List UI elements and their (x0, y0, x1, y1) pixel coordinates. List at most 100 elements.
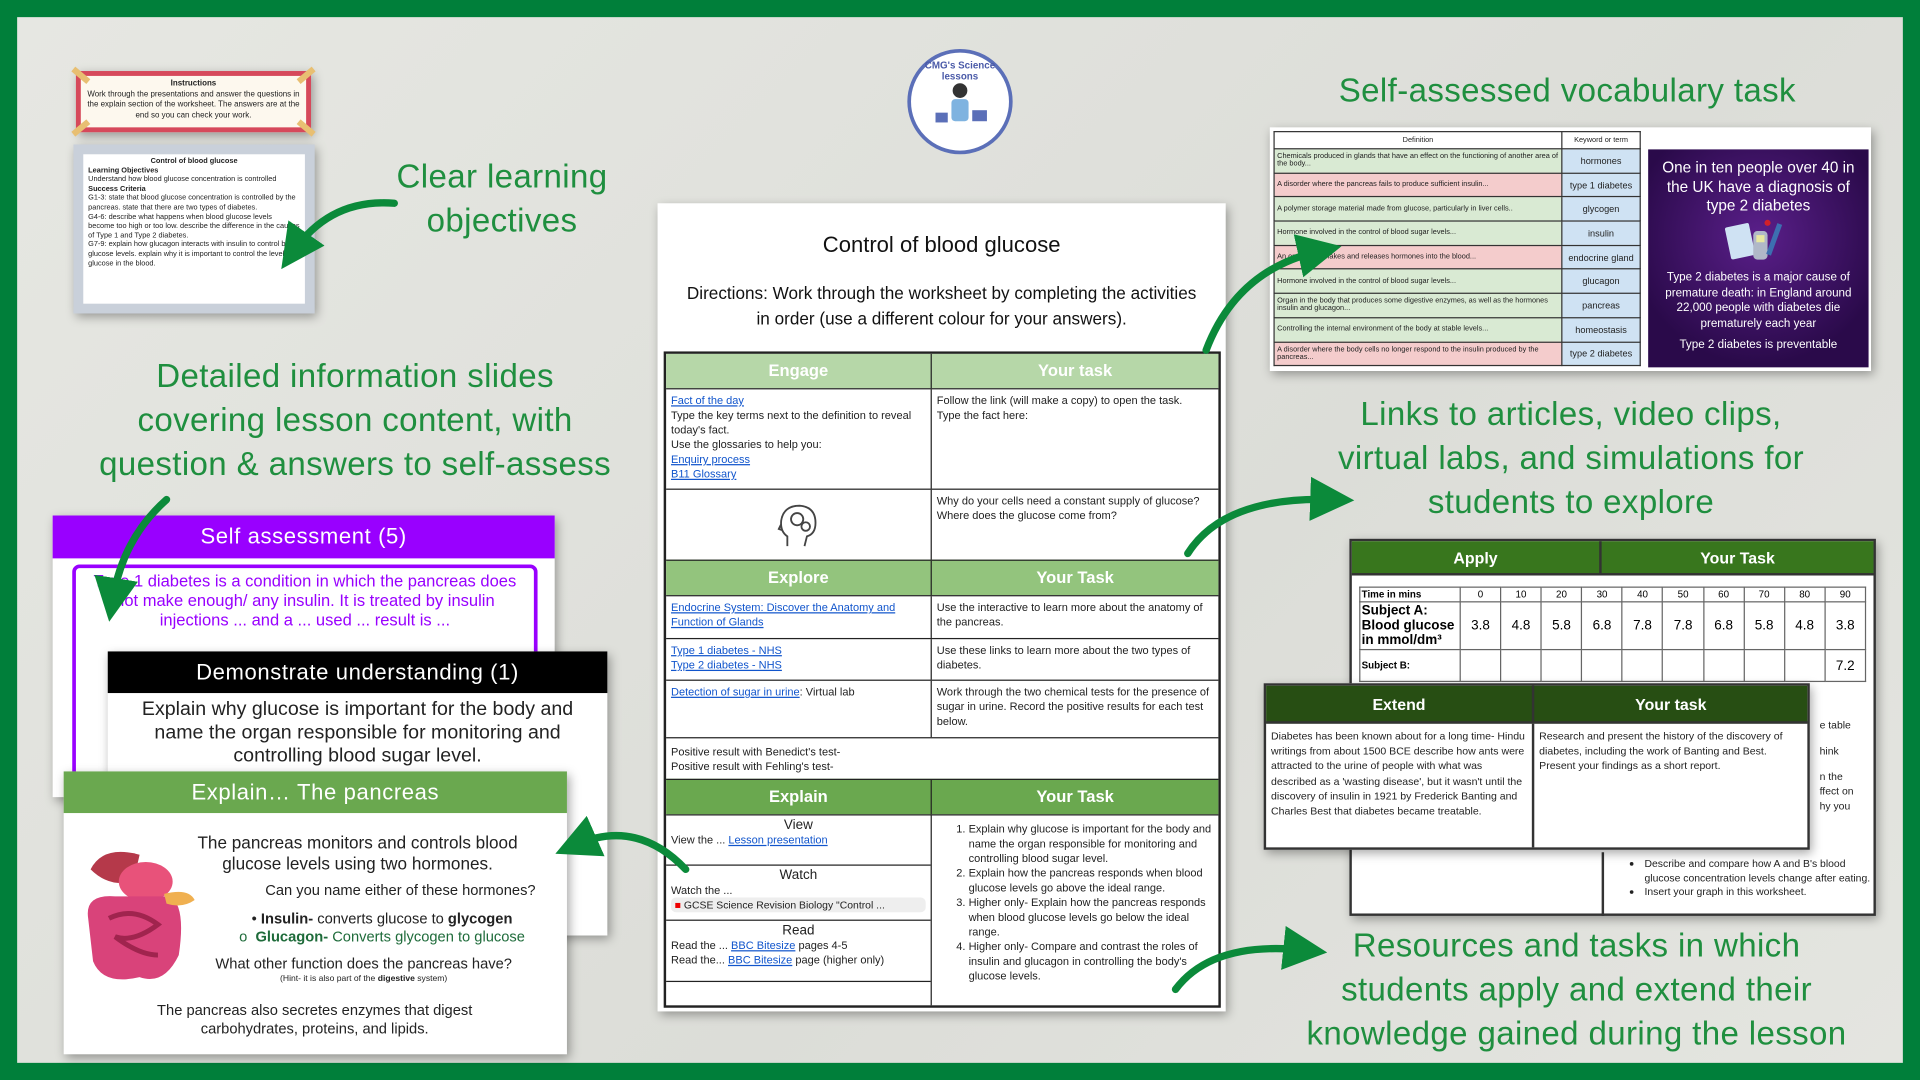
worksheet-page: Control of blood glucose Directions: Wor… (657, 203, 1226, 1012)
promo-resources: Resources and tasks in which students ap… (1261, 923, 1892, 1055)
answer-box: Type 1 diabetes is a condition in which … (72, 564, 538, 785)
definition-cell: Organ in the body that produces some dig… (1273, 292, 1563, 319)
slide-question: Explain why glucose is important for the… (141, 699, 574, 767)
value-cell: 4.8 (1500, 601, 1542, 651)
task-item: Explain why glucose is important for the… (969, 822, 1214, 866)
arrow-icon (1202, 234, 1342, 354)
worksheet-title: Control of blood glucose (822, 232, 1061, 258)
partial-line: n the (1819, 770, 1843, 783)
value-cell: 5.8 (1540, 601, 1583, 651)
value-cell: 7.8 (1621, 601, 1664, 651)
promo-links: Links to articles, video clips, virtual … (1286, 392, 1857, 524)
col-header: Keyword or term (1561, 131, 1641, 150)
term-cell[interactable]: glucagon (1561, 268, 1641, 295)
hint-bold: digestive (377, 974, 415, 984)
explain-header: Explain Your Task (666, 778, 1219, 815)
promo-line: question & answers to self-assess (99, 445, 612, 483)
explain-tasks: Explain why glucose is important for the… (937, 822, 1214, 984)
lo-heading: Learning Objectives (88, 167, 159, 175)
cell-text: Type the key terms next to the definitio… (671, 408, 912, 436)
promo-slides: Detailed information slides covering les… (61, 354, 649, 486)
cell-text: Use these links to learn more about the … (936, 644, 1191, 672)
read-label: Read (782, 923, 815, 938)
cell-text: pages 4-5 (795, 939, 848, 952)
promo-vocab: Self-assessed vocabulary task (1338, 72, 1796, 109)
promo-line: Detailed information slides (156, 357, 554, 395)
task-label: Your Task (1036, 568, 1114, 587)
task-label: Your Task (1036, 787, 1114, 806)
slide-question: What other function does the pancreas ha… (215, 955, 512, 973)
vocab-row: A disorder where the pancreas fails to p… (1273, 172, 1641, 198)
definition-cell: Chemicals produced in glands that have a… (1273, 148, 1563, 174)
enquiry-process-link[interactable]: Enquiry process (671, 453, 751, 466)
arrow-icon (281, 199, 398, 270)
slide-enzymes: The pancreas also secretes enzymes that … (157, 1001, 473, 1038)
lesson-presentation-link[interactable]: Lesson presentation (728, 833, 828, 847)
value-cell: 3.8 (1824, 601, 1867, 651)
cell-text: Use the interactive to learn more about … (936, 601, 1203, 629)
term-cell[interactable]: type 2 diabetes (1561, 341, 1641, 367)
cell-text: Positive result with Benedict's test- (671, 745, 841, 758)
task-item: Higher only- Explain how the pancreas re… (969, 895, 1214, 939)
task-item: Explain how the pancreas responds when b… (969, 866, 1214, 895)
endocrine-link[interactable]: Endocrine System: Discover the Anatomy a… (671, 601, 896, 629)
table-row: Why do your cells need a constant supply… (666, 488, 1219, 560)
task-label: Your Task (1700, 548, 1775, 567)
promo-line: Links to articles, video clips, (1360, 395, 1782, 433)
fact-footer: Type 2 diabetes is preventable (1679, 337, 1838, 352)
insulin-line: • Insulin- converts glucose to glycogen (251, 909, 513, 927)
section-label: Explain (666, 780, 932, 815)
promo-line: covering lesson content, with (137, 401, 573, 439)
urine-lab-link[interactable]: Detection of sugar in urine (671, 685, 800, 698)
value-cell: 7.2 (1824, 648, 1867, 683)
lo-text: Understand how blood glucose concentrati… (88, 176, 277, 184)
hint-text: system) (414, 974, 448, 984)
vocab-row: Hormone involved in the control of blood… (1273, 220, 1641, 246)
term-cell[interactable]: glycogen (1561, 196, 1641, 222)
vocab-row: A disorder where the body cells no longe… (1273, 341, 1641, 367)
term-cell[interactable]: hormones (1561, 148, 1641, 174)
type2-nhs-link[interactable]: Type 2 diabetes - NHS (671, 658, 782, 672)
section-label: Apply (1352, 541, 1602, 574)
instructions-body: Work through the presentations and answe… (87, 90, 300, 120)
instructions-card: Instructions Work through the presentati… (71, 66, 316, 137)
bbc-bitesize-link[interactable]: BBC Bitesize (731, 939, 796, 952)
learning-objectives-card: Control of blood glucose Learning Object… (73, 144, 315, 314)
arrow-icon (1184, 476, 1355, 558)
promo-line: students apply and extend their (1341, 971, 1812, 1008)
slide-title: Demonstrate understanding (1) (107, 651, 608, 694)
bbc-bitesize-link[interactable]: BBC Bitesize (727, 953, 793, 967)
glossary-link[interactable]: B11 Glossary (671, 467, 737, 481)
table-row: Detection of sugar in urine: Virtual lab… (666, 679, 1219, 738)
term-cell[interactable]: pancreas (1561, 292, 1641, 319)
value-cell: 6.8 (1702, 601, 1745, 651)
term-cell[interactable]: endocrine gland (1561, 244, 1641, 270)
value-cell (1621, 648, 1664, 683)
video-chip[interactable]: ■ GCSE Science Revision Biology "Control… (671, 897, 926, 913)
type1-nhs-link[interactable]: Type 1 diabetes - NHS (671, 644, 782, 657)
medical-supplies-icon (1725, 219, 1783, 259)
partial-line: e table (1819, 718, 1851, 732)
cell-text: Why do your cells need a constant supply… (936, 494, 1200, 507)
video-title: GCSE Science Revision Biology "Control .… (683, 898, 885, 912)
diabetes-fact-panel: One in ten people over 40 in the UK have… (1648, 149, 1869, 368)
definition-cell: Hormone involved in the control of blood… (1273, 220, 1563, 246)
cell-text: Positive result with Fehling's test- (671, 760, 834, 773)
term-cell[interactable]: insulin (1561, 220, 1641, 246)
value-cell: 3.8 (1459, 601, 1502, 651)
promo-objectives: Clear learning objectives (367, 154, 636, 242)
cell-text: Work through the two chemical tests for … (936, 685, 1210, 728)
criterion: G4-6: describe what happens when blood g… (88, 213, 300, 240)
extend-text: Diabetes has been known about for a long… (1266, 723, 1535, 848)
glucagon-text: Converts glycogen to glucose (328, 928, 525, 946)
cell-text: View the ... (671, 833, 729, 847)
definition-cell: A polymer storage material made from glu… (1273, 196, 1563, 222)
insulin-label: Insulin- (260, 909, 314, 927)
criterion: G1-3: state that blood glucose concentra… (88, 195, 296, 212)
fact-of-day-link[interactable]: Fact of the day (671, 394, 744, 407)
value-cell (1500, 648, 1542, 683)
